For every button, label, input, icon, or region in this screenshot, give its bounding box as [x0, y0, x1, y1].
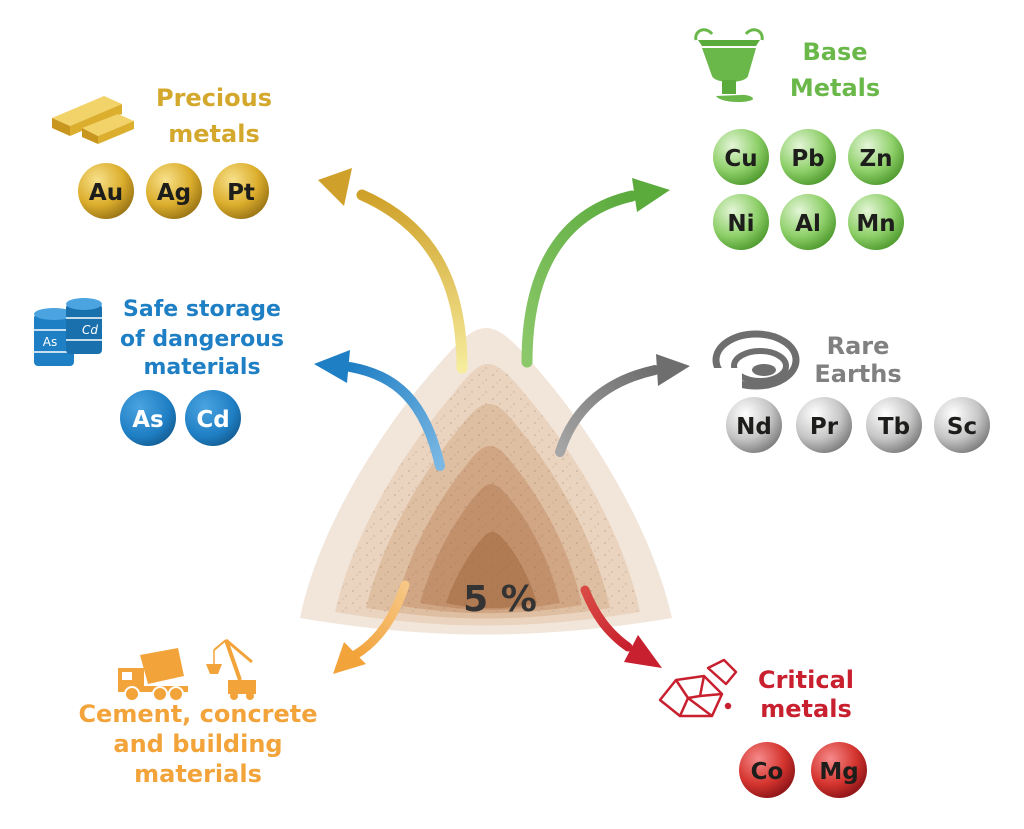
rare-title-line2: Earths — [814, 360, 901, 388]
arrows — [314, 168, 690, 674]
element-symbol: Zn — [859, 146, 892, 172]
element-symbol: Sc — [947, 414, 977, 440]
element-badge-ni: Ni — [713, 194, 769, 250]
barrels-icon: As Cd — [34, 298, 102, 366]
element-symbol: Nd — [736, 414, 772, 440]
gold-bars-icon — [52, 96, 134, 144]
element-symbol: Al — [795, 211, 821, 237]
rare-earth-rings-icon — [712, 330, 800, 390]
barrel-cd: Cd — [66, 298, 102, 354]
element-badge-zn: Zn — [848, 129, 904, 185]
element-badge-as: As — [120, 390, 176, 446]
arrow-base-head — [632, 178, 670, 212]
safe-storage-group: As Cd Safe storage of dangerous material… — [34, 297, 284, 446]
element-symbol: Tb — [878, 414, 910, 440]
precious-metals-group: Precious metals Au Ag Pt — [52, 84, 272, 219]
element-badge-ag: Ag — [146, 163, 202, 219]
precious-title-line2: metals — [168, 120, 259, 148]
element-badge-tb: Tb — [866, 397, 922, 453]
cement-title-line3: materials — [134, 760, 262, 788]
cement-title-line2: and building — [113, 730, 282, 758]
element-badge-cd: Cd — [185, 390, 241, 446]
arrow-storage — [345, 362, 445, 471]
element-badge-sc: Sc — [934, 397, 990, 453]
arrow-critical — [580, 585, 633, 652]
element-badge-pb: Pb — [780, 129, 836, 185]
base-title-line1: Base — [802, 38, 867, 66]
element-symbol: Co — [751, 759, 784, 785]
arrow-base — [521, 190, 638, 368]
center-percentage: 5 % — [463, 579, 537, 620]
mixer-truck-icon — [118, 648, 188, 702]
element-symbol: Pt — [227, 180, 255, 206]
element-symbol: Ni — [727, 211, 754, 237]
base-metals-group: Base Metals Cu Pb Zn Ni Al Mn — [694, 28, 904, 250]
element-symbol: Mn — [856, 211, 895, 237]
storage-title-line2: of dangerous — [120, 327, 284, 352]
cement-group: Cement, concrete and building materials — [78, 638, 318, 788]
element-symbol: Cd — [196, 407, 229, 433]
arrow-rare — [555, 365, 660, 457]
element-badge-au: Au — [78, 163, 134, 219]
critical-title-line1: Critical — [758, 666, 854, 694]
ore-heap: 5 % — [300, 328, 672, 635]
base-title-line2: Metals — [790, 74, 880, 102]
crane-icon — [206, 638, 256, 700]
crystal-icon — [658, 658, 738, 718]
element-badge-pr: Pr — [796, 397, 852, 453]
storage-title-line1: Safe storage — [123, 297, 281, 322]
arrow-cement — [350, 580, 410, 660]
element-badge-co: Co — [739, 742, 795, 798]
cement-title-line1: Cement, concrete — [78, 700, 317, 728]
arrow-cement-head — [333, 642, 366, 674]
barrel-label: As — [43, 335, 57, 349]
arrow-critical-head — [624, 635, 662, 668]
arrow-storage-head — [314, 350, 350, 383]
element-symbol: Au — [89, 180, 123, 206]
element-badge-cu: Cu — [713, 129, 769, 185]
storage-title-line3: materials — [143, 355, 260, 380]
element-symbol: Pb — [791, 146, 824, 172]
element-symbol: Mg — [819, 759, 858, 785]
barrel-label: Cd — [82, 323, 98, 337]
element-badge-pt: Pt — [213, 163, 269, 219]
rare-earths-group: Rare Earths Nd Pr Tb Sc — [712, 330, 990, 453]
element-badge-al: Al — [780, 194, 836, 250]
element-badge-mn: Mn — [848, 194, 904, 250]
critical-title-line2: metals — [760, 695, 851, 723]
element-symbol: Cu — [724, 146, 757, 172]
element-symbol: Ag — [157, 180, 191, 206]
element-symbol: As — [132, 407, 164, 433]
arrow-rare-head — [656, 354, 690, 386]
precious-title-line1: Precious — [156, 84, 272, 112]
arrow-precious — [356, 189, 468, 374]
element-symbol: Pr — [810, 414, 839, 440]
rare-title-line1: Rare — [827, 332, 890, 360]
ladle-icon — [694, 28, 764, 103]
element-badge-nd: Nd — [726, 397, 782, 453]
arrow-precious-head — [318, 168, 352, 206]
critical-metals-group: Critical metals Co Mg — [658, 658, 867, 798]
element-badge-mg: Mg — [811, 742, 867, 798]
